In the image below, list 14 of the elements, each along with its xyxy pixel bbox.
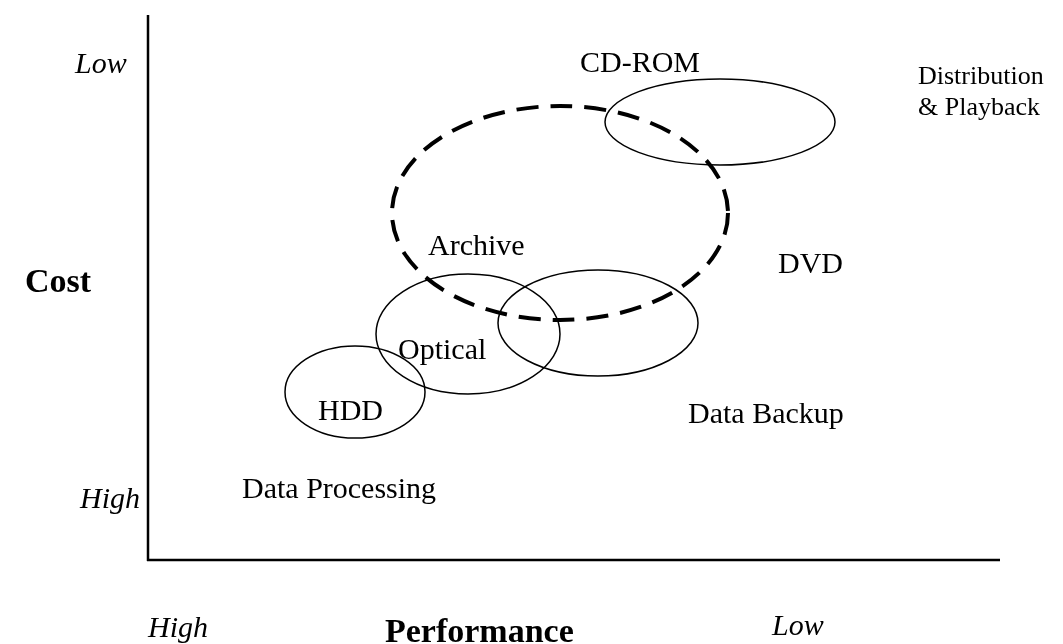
category-label: Distribution & Playback: [918, 60, 1045, 123]
category-label: Data Backup: [688, 396, 844, 429]
axis-end-label: Low: [772, 608, 824, 641]
axis-end-label: High: [80, 481, 140, 514]
axis-title: Cost: [25, 262, 92, 300]
axis-end-label: High: [148, 610, 208, 643]
region-label: Optical: [398, 332, 487, 365]
region-label: CD-ROM: [580, 45, 700, 78]
region-label: Archive: [428, 228, 525, 261]
category-label: Data Processing: [242, 471, 437, 504]
category-label: DVD: [778, 246, 843, 279]
axis-title: Performance: [385, 612, 574, 644]
region-label: HDD: [318, 393, 383, 426]
axis-end-label: Low: [75, 46, 127, 79]
